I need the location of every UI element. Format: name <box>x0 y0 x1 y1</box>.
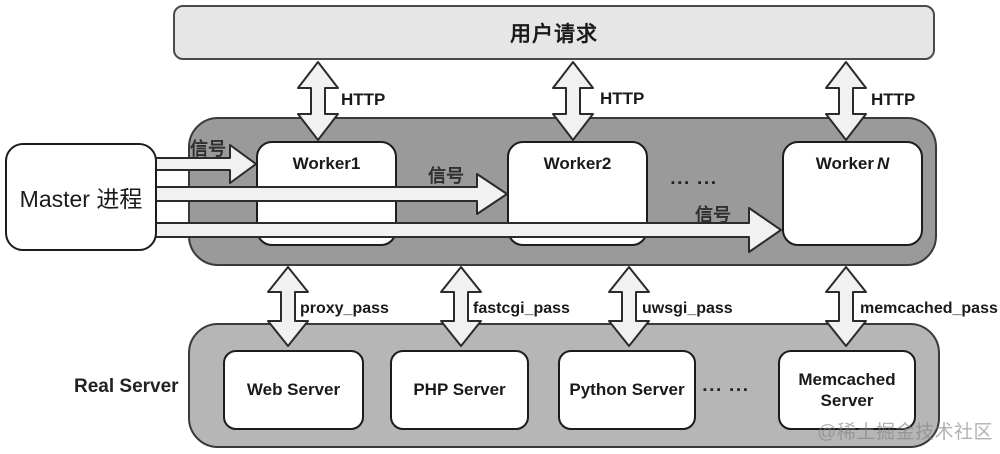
memcached-pass-label: memcached_pass <box>860 300 998 317</box>
server-label-web: Web Server <box>246 380 341 400</box>
server-label-php: PHP Server <box>413 380 506 400</box>
http-label-3: HTTP <box>871 90 916 109</box>
server-box-php: PHP Server <box>390 350 529 430</box>
servers-ellipsis: ▪▪▪ ▪▪▪ <box>703 384 751 396</box>
worker-label-1: Worker1 <box>292 154 361 173</box>
worker-n-suffix: N <box>876 154 890 173</box>
worker-label-2: Worker2 <box>543 154 612 173</box>
master-process-box: Master 进程 <box>5 143 157 251</box>
proxy-pass-label: proxy_pass <box>300 300 389 317</box>
http-label-2: HTTP <box>600 89 645 108</box>
fastcgi-pass-label: fastcgi_pass <box>473 300 570 317</box>
server-box-memcached: Memcached Server <box>778 350 916 430</box>
server-label-python: Python Server <box>569 380 685 400</box>
signal-label-1: 信号 <box>190 139 226 159</box>
master-process-label: Master 进程 <box>19 186 143 212</box>
workers-ellipsis: ▪▪▪ ▪▪▪ <box>671 177 719 189</box>
server-box-web: Web Server <box>223 350 364 430</box>
http-label-1: HTTP <box>341 90 386 109</box>
user-request-label: 用户请求 <box>510 22 598 46</box>
uwsgi-pass-label: uwsgi_pass <box>642 300 733 317</box>
worker-box-1: Worker1 <box>256 141 397 246</box>
server-label-memcached: Memcached Server <box>798 369 896 410</box>
watermark: @稀土掘金技术社区 <box>817 422 993 443</box>
worker-label-n: Worker <box>815 154 874 173</box>
worker-box-2: Worker2 <box>507 141 648 246</box>
signal-label-2: 信号 <box>428 166 464 186</box>
real-server-label: Real Server <box>74 376 179 397</box>
signal-label-3: 信号 <box>695 205 731 225</box>
server-box-python: Python Server <box>558 350 696 430</box>
user-request-bar: 用户请求 <box>173 5 935 60</box>
